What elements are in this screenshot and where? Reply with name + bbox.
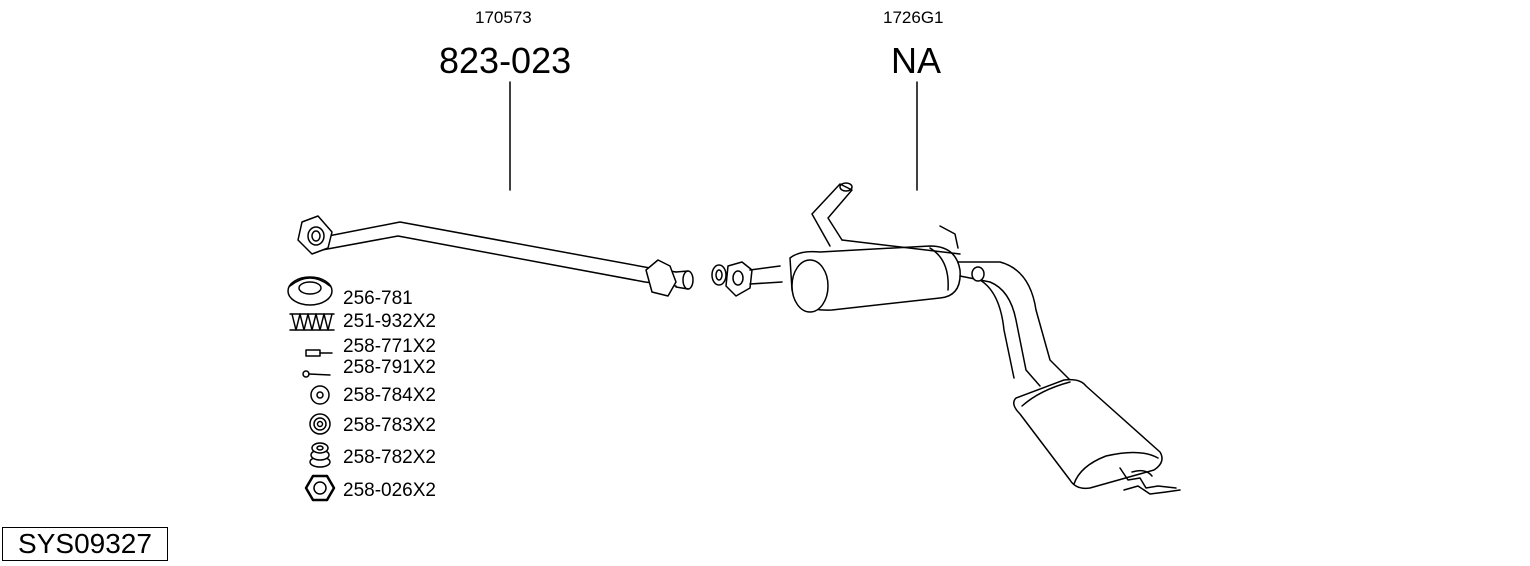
- rear-system: [711, 182, 1181, 495]
- hardware-label-spring-bushing: 258-782X2: [343, 447, 436, 468]
- lock-washer-icon: [309, 413, 331, 435]
- u-bend-pipe: [811, 183, 853, 247]
- hex-nut-icon: [304, 474, 336, 502]
- rear-pipe-flange: [645, 259, 677, 297]
- part-number-left: 823-023: [439, 40, 572, 81]
- hardware-label-stud: 258-791X2: [343, 357, 436, 378]
- ref-code-left: 170573: [475, 8, 532, 27]
- hardware-label-hex-nut: 258-026X2: [343, 480, 436, 501]
- rear-silencer: [1013, 378, 1163, 490]
- hardware-label-washer: 258-784X2: [343, 385, 436, 406]
- system-code: SYS09327: [2, 527, 168, 561]
- gasket-ring-icon: [287, 276, 333, 306]
- bolt-icon: [305, 349, 333, 357]
- spring-icon: [289, 313, 335, 331]
- exhaust-tips: [1119, 467, 1181, 495]
- front-pipe: [297, 215, 694, 297]
- stud-icon: [302, 370, 331, 378]
- hardware-label-spring: 251-932X2: [343, 311, 436, 332]
- tail-pipe: [957, 261, 1071, 381]
- spring-bushing-icon: [309, 442, 331, 468]
- hardware-label-lock-washer: 258-783X2: [343, 415, 436, 436]
- part-number-right: NA: [891, 40, 942, 81]
- ref-code-right: 1726G1: [883, 8, 944, 27]
- washer-icon: [310, 385, 330, 405]
- hardware-label-gasket: 256-781: [343, 288, 413, 309]
- hardware-label-bolt: 258-771X2: [343, 336, 436, 357]
